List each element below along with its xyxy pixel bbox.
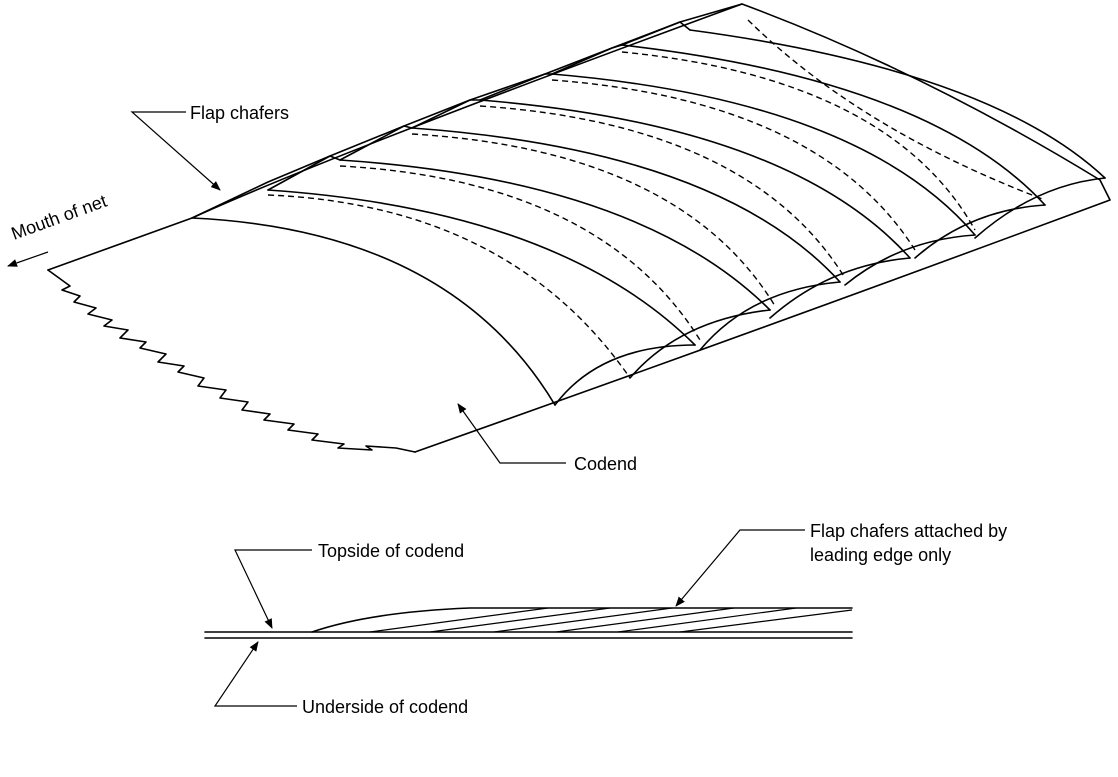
label-mouth-of-net: Mouth of net [9, 191, 110, 244]
leader-flap-attached [675, 529, 805, 607]
side-flap-edge [974, 177, 1106, 239]
label-mouth-of-net-group: Mouth of net [7, 191, 110, 267]
hidden-flap-edge [267, 194, 631, 379]
side-flap-edge [914, 204, 1046, 259]
label-topside-group: Topside of codend [234, 541, 464, 629]
flap-chafer [339, 99, 481, 161]
hidden-flap-edge [621, 51, 976, 231]
flap-chafer-profile [311, 607, 853, 633]
seam-line [267, 189, 696, 346]
label-codend-group: Codend [457, 403, 637, 474]
flap-chafer [411, 73, 553, 129]
label-flap-attached-group: Flap chafers attached by leading edge on… [675, 521, 1007, 607]
flap-chafer-section [429, 607, 611, 633]
flap-chafer-section [617, 607, 797, 633]
hidden-flap-edge [479, 105, 846, 279]
seam-line [339, 159, 771, 311]
label-underside: Underside of codend [302, 697, 468, 717]
label-flap-chafers-group: Flap chafers [130, 103, 289, 191]
side-flap-edge [554, 344, 696, 406]
label-codend: Codend [574, 454, 637, 474]
label-flap-chafers: Flap chafers [190, 103, 289, 123]
label-topside: Topside of codend [318, 541, 464, 561]
codend-3d-view [47, 3, 1111, 453]
flap-chafer-section [679, 609, 853, 633]
hidden-flap-edge [339, 165, 701, 341]
seam-line [479, 99, 911, 259]
seam-line [621, 44, 1046, 206]
flap-chafer-section [555, 607, 735, 633]
label-flap-attached-line1: Flap chafers attached by [810, 521, 1007, 541]
leader-codend [457, 403, 566, 464]
side-flap-edge [699, 281, 841, 351]
leader-underside [213, 641, 297, 707]
mouth-direction-arrow [7, 251, 49, 267]
hidden-flap-edge [411, 133, 776, 307]
seam-line [191, 217, 556, 406]
seam-line [689, 29, 1106, 179]
label-underside-group: Underside of codend [213, 641, 468, 717]
seam-line [551, 73, 976, 236]
flap-chafer [621, 3, 743, 46]
side-flap-edge [629, 309, 771, 379]
leader-topside [234, 549, 312, 629]
hidden-flap-edge [747, 19, 1046, 201]
hidden-flap-edge [551, 79, 916, 251]
flap-chafer [191, 155, 341, 219]
side-flap-edge [769, 257, 911, 319]
seam-line [411, 127, 841, 283]
flap-chafer-section [369, 607, 549, 633]
codend-outline [47, 3, 1111, 453]
flap-chafer-section [493, 607, 673, 633]
codend-torn-edge [47, 269, 416, 453]
leader-flap-chafers [130, 111, 221, 191]
label-flap-attached-line2: leading edge only [810, 545, 951, 565]
side-flap-edge [844, 234, 976, 286]
codend-cross-section [204, 607, 853, 639]
flap-chafer [267, 125, 413, 191]
